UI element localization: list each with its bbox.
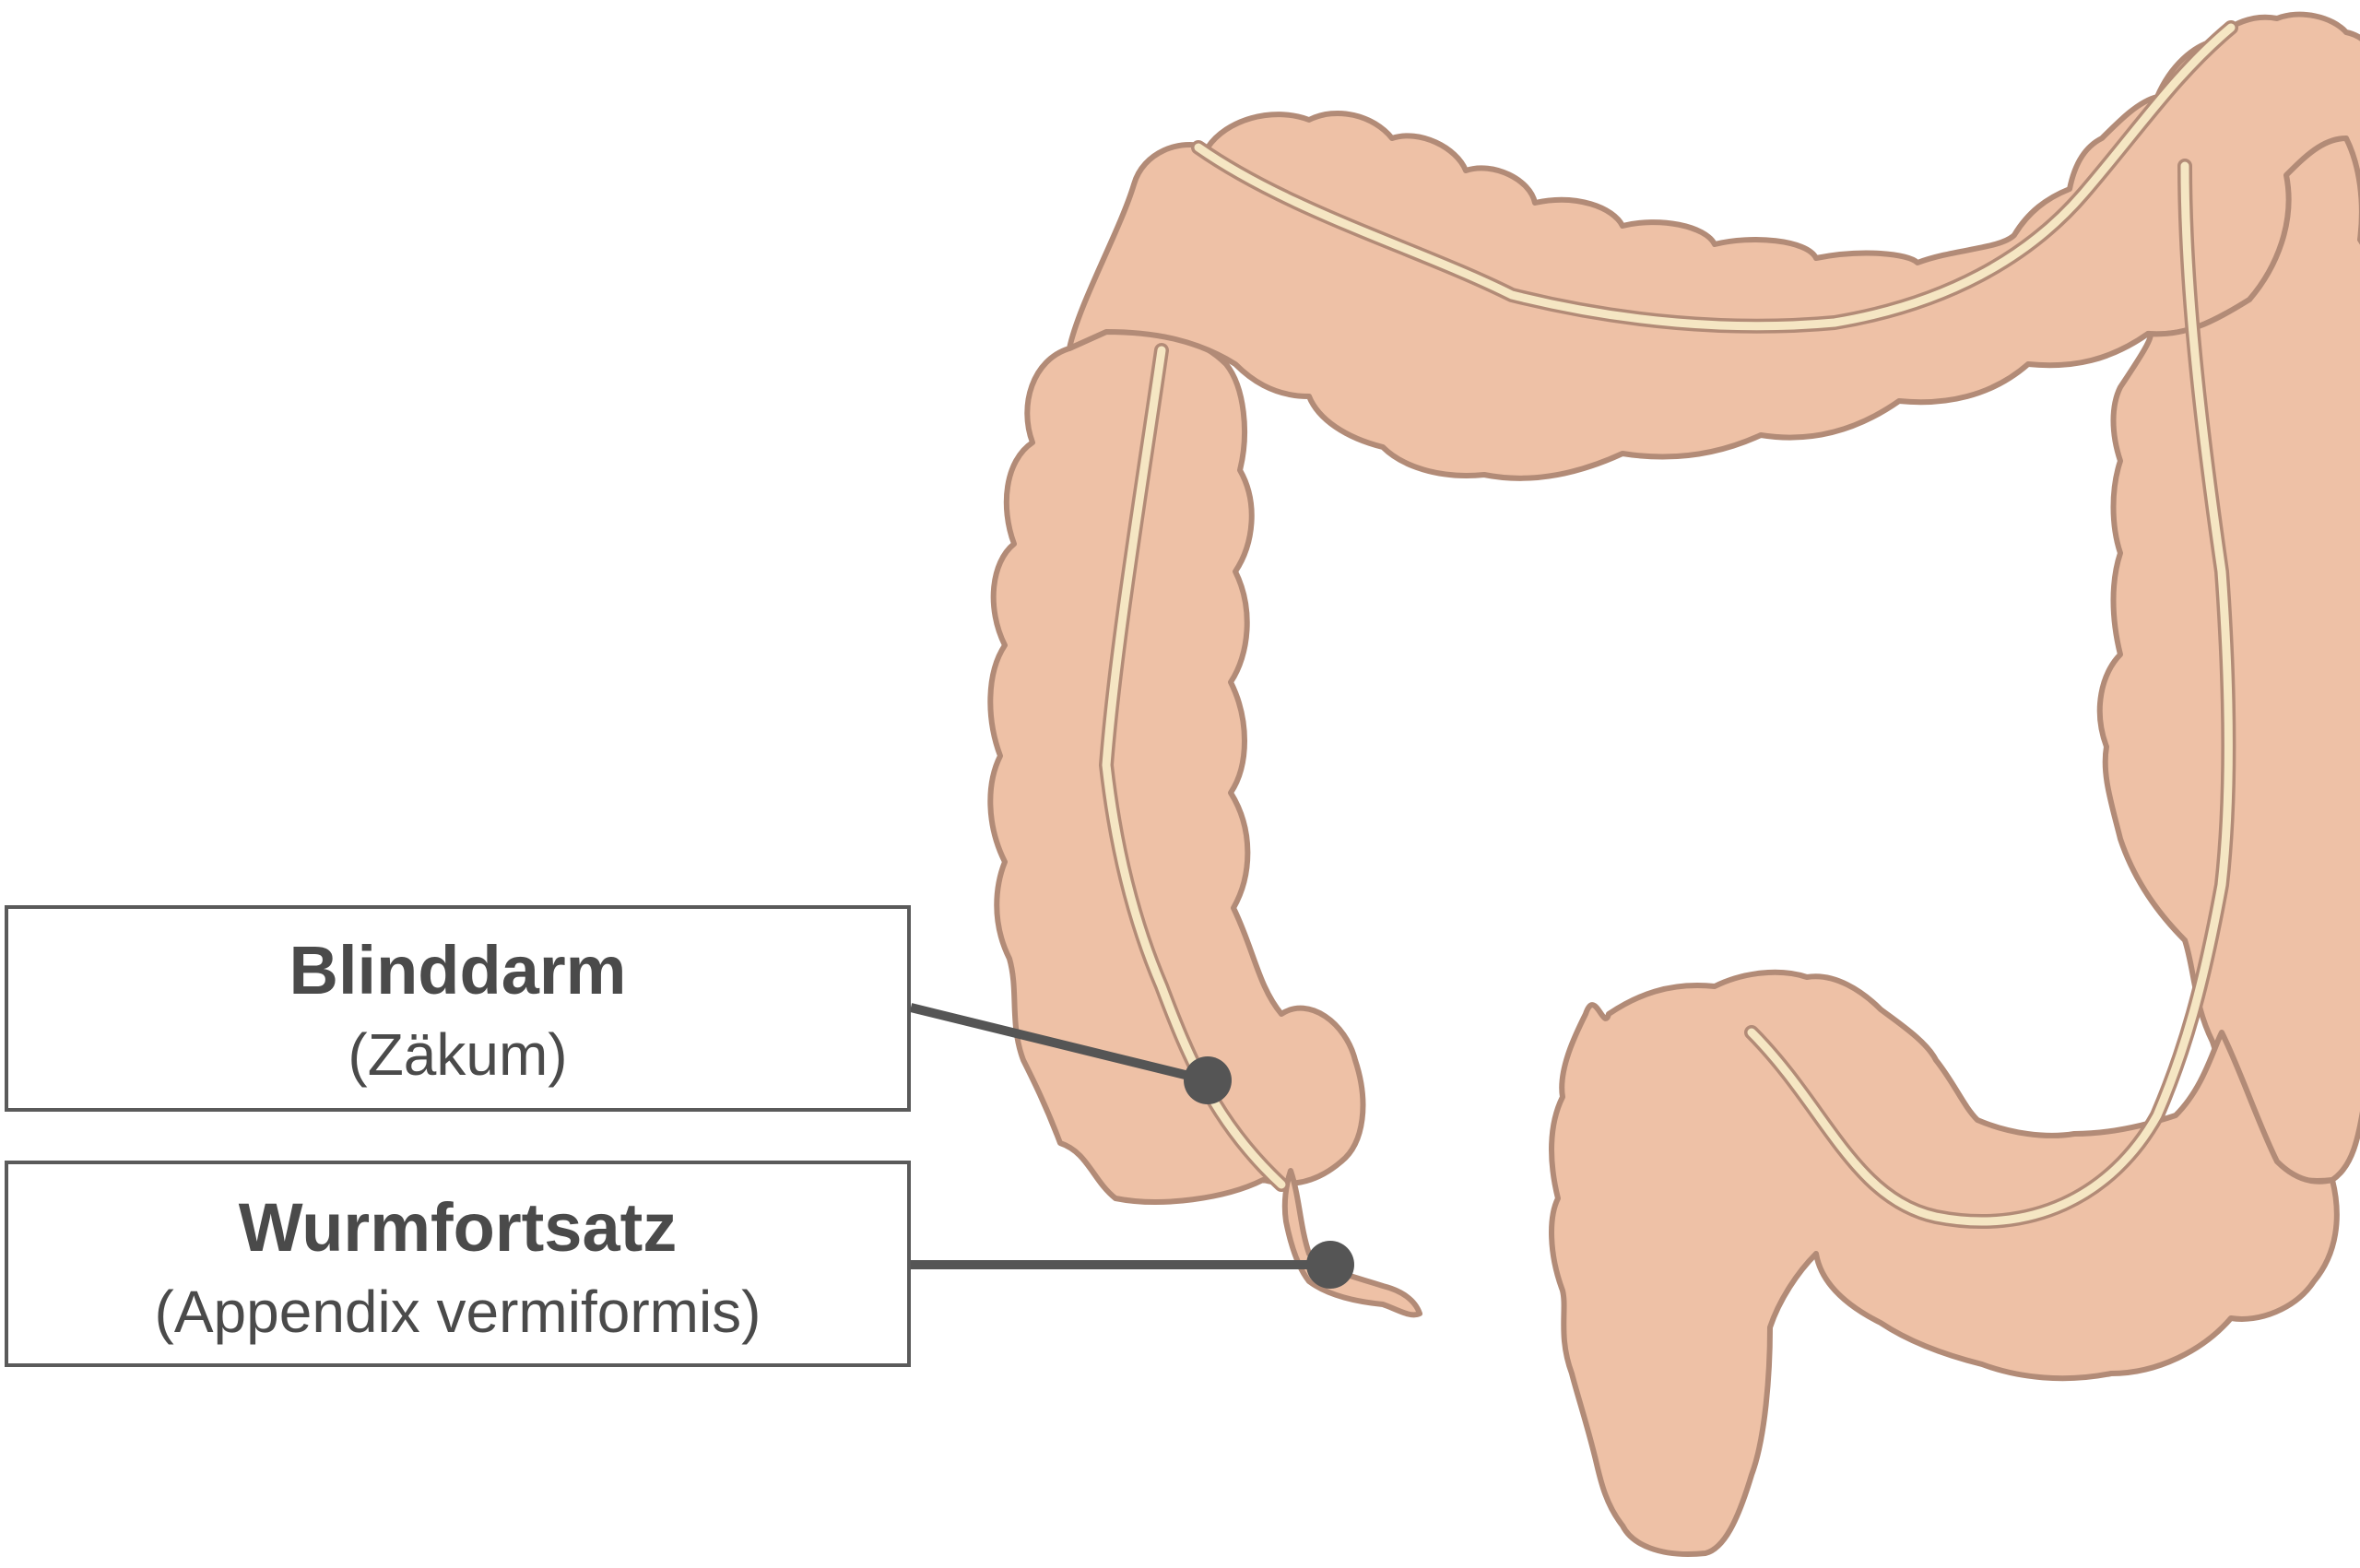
- appendix: [1285, 1171, 1420, 1315]
- label-box-wurmfortsatz: Wurmfortsatz (Appendix vermiformis): [5, 1161, 911, 1367]
- label-wurmfortsatz: Wurmfortsatz: [8, 1194, 907, 1262]
- label-appendix-vermiformis: (Appendix vermiformis): [8, 1282, 907, 1341]
- marker-blinddarm: [1184, 1056, 1232, 1104]
- label-zaekum: (Zäkum): [8, 1025, 907, 1084]
- sigmoid-colon: [1552, 973, 2337, 1554]
- marker-wurmfortsatz: [1306, 1241, 1354, 1289]
- label-box-blinddarm: Blinddarm (Zäkum): [5, 905, 911, 1112]
- colon: [990, 15, 2360, 1554]
- label-blinddarm: Blinddarm: [8, 937, 907, 1005]
